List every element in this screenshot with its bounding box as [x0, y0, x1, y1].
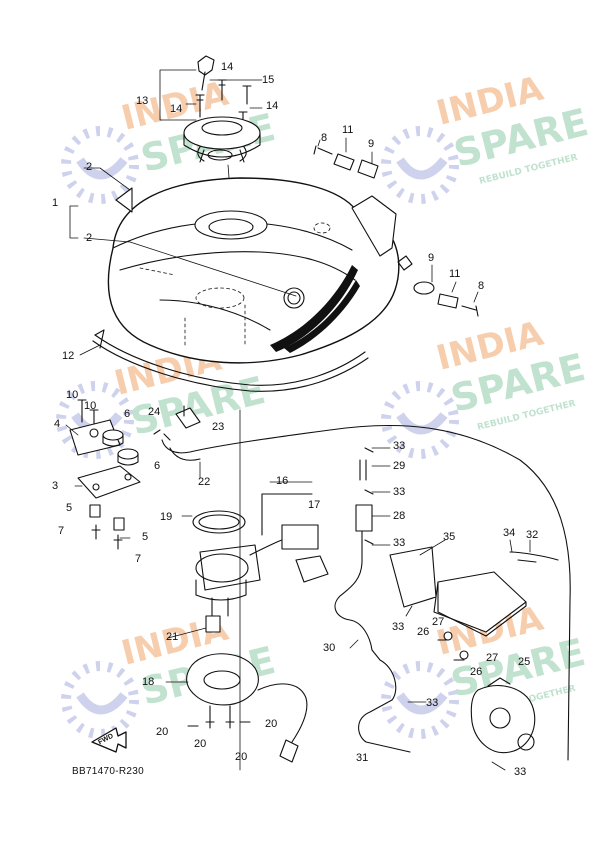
callout-29: 29 — [393, 460, 406, 472]
fuel-cap-assembly — [159, 55, 263, 216]
callout-24: 24 — [148, 406, 161, 418]
callout-20: 20 — [265, 718, 278, 730]
callout-13: 13 — [136, 95, 149, 107]
callout-14: 14 — [170, 103, 183, 115]
callout-33: 33 — [426, 697, 439, 709]
callout-20: 20 — [194, 738, 207, 750]
evap-canister-group — [389, 546, 527, 661]
callout-34: 34 — [503, 527, 516, 539]
tank-seal-strip — [92, 329, 369, 392]
callout-5: 5 — [66, 502, 73, 514]
callout-27: 27 — [486, 652, 499, 664]
callout-10: 10 — [66, 389, 79, 401]
callout-35: 35 — [443, 531, 456, 543]
callout-7: 7 — [58, 525, 65, 537]
callout-10: 10 — [84, 400, 97, 412]
fuel-tank — [107, 177, 413, 364]
callout-23: 23 — [212, 421, 225, 433]
vent-hose-group — [153, 405, 571, 761]
callout-8: 8 — [321, 132, 328, 144]
watermark-logo-middle-right: INDIA SPARE REBUILD TOGETHER — [381, 314, 589, 459]
callout-12: 12 — [62, 350, 75, 362]
callout-14: 14 — [221, 61, 234, 73]
callout-9: 9 — [368, 138, 375, 150]
callout-28: 28 — [393, 510, 406, 522]
callout-7: 7 — [135, 553, 142, 565]
callout-33: 33 — [514, 766, 527, 778]
callout-27: 27 — [432, 616, 445, 628]
callout-2: 2 — [86, 161, 93, 173]
callout-19: 19 — [160, 511, 173, 523]
callout-20: 20 — [235, 751, 248, 763]
callout-32: 32 — [526, 529, 539, 541]
callout-20: 20 — [156, 726, 169, 738]
rear-mount-assembly — [69, 399, 141, 550]
vent-hose-32 — [509, 551, 559, 563]
callout-14: 14 — [266, 100, 279, 112]
callout-26: 26 — [470, 666, 483, 678]
side-fasteners — [313, 145, 479, 317]
callout-25: 25 — [518, 656, 531, 668]
fwd-arrow-icon — [91, 727, 127, 753]
callout-30: 30 — [323, 642, 336, 654]
callout-33: 33 — [392, 621, 405, 633]
fuel-pump-assembly — [192, 493, 329, 633]
callout-5: 5 — [142, 531, 149, 543]
callout-22: 22 — [198, 476, 211, 488]
leader-lines — [65, 137, 531, 771]
watermark-group: INDIA SPARE INDIA SPARE REBUILD TOGETHER… — [56, 69, 592, 739]
callout-4: 4 — [54, 418, 61, 430]
callout-6: 6 — [124, 408, 131, 420]
callout-16: 16 — [276, 475, 289, 487]
callout-11: 11 — [449, 268, 461, 280]
callout-33: 33 — [393, 440, 406, 452]
callout-31: 31 — [356, 752, 369, 764]
callout-33: 33 — [393, 486, 406, 498]
drawing-code: BB71470-R230 — [72, 766, 144, 777]
callout-21: 21 — [166, 631, 179, 643]
callout-8: 8 — [478, 280, 485, 292]
watermark-logo-top-right: INDIA SPARE REBUILD TOGETHER — [381, 69, 592, 204]
callout-2: 2 — [86, 232, 93, 244]
callout-15: 15 — [262, 74, 275, 86]
callout-33: 33 — [393, 537, 406, 549]
callout-9: 9 — [428, 252, 435, 264]
fuel-line-group — [334, 447, 411, 753]
throttle-body — [470, 677, 536, 754]
callout-17: 17 — [308, 499, 321, 511]
callout-26: 26 — [417, 626, 430, 638]
callout-18: 18 — [142, 676, 155, 688]
callout-6: 6 — [154, 460, 161, 472]
callout-11: 11 — [342, 124, 354, 136]
callout-1: 1 — [52, 197, 59, 209]
callout-3: 3 — [52, 480, 59, 492]
